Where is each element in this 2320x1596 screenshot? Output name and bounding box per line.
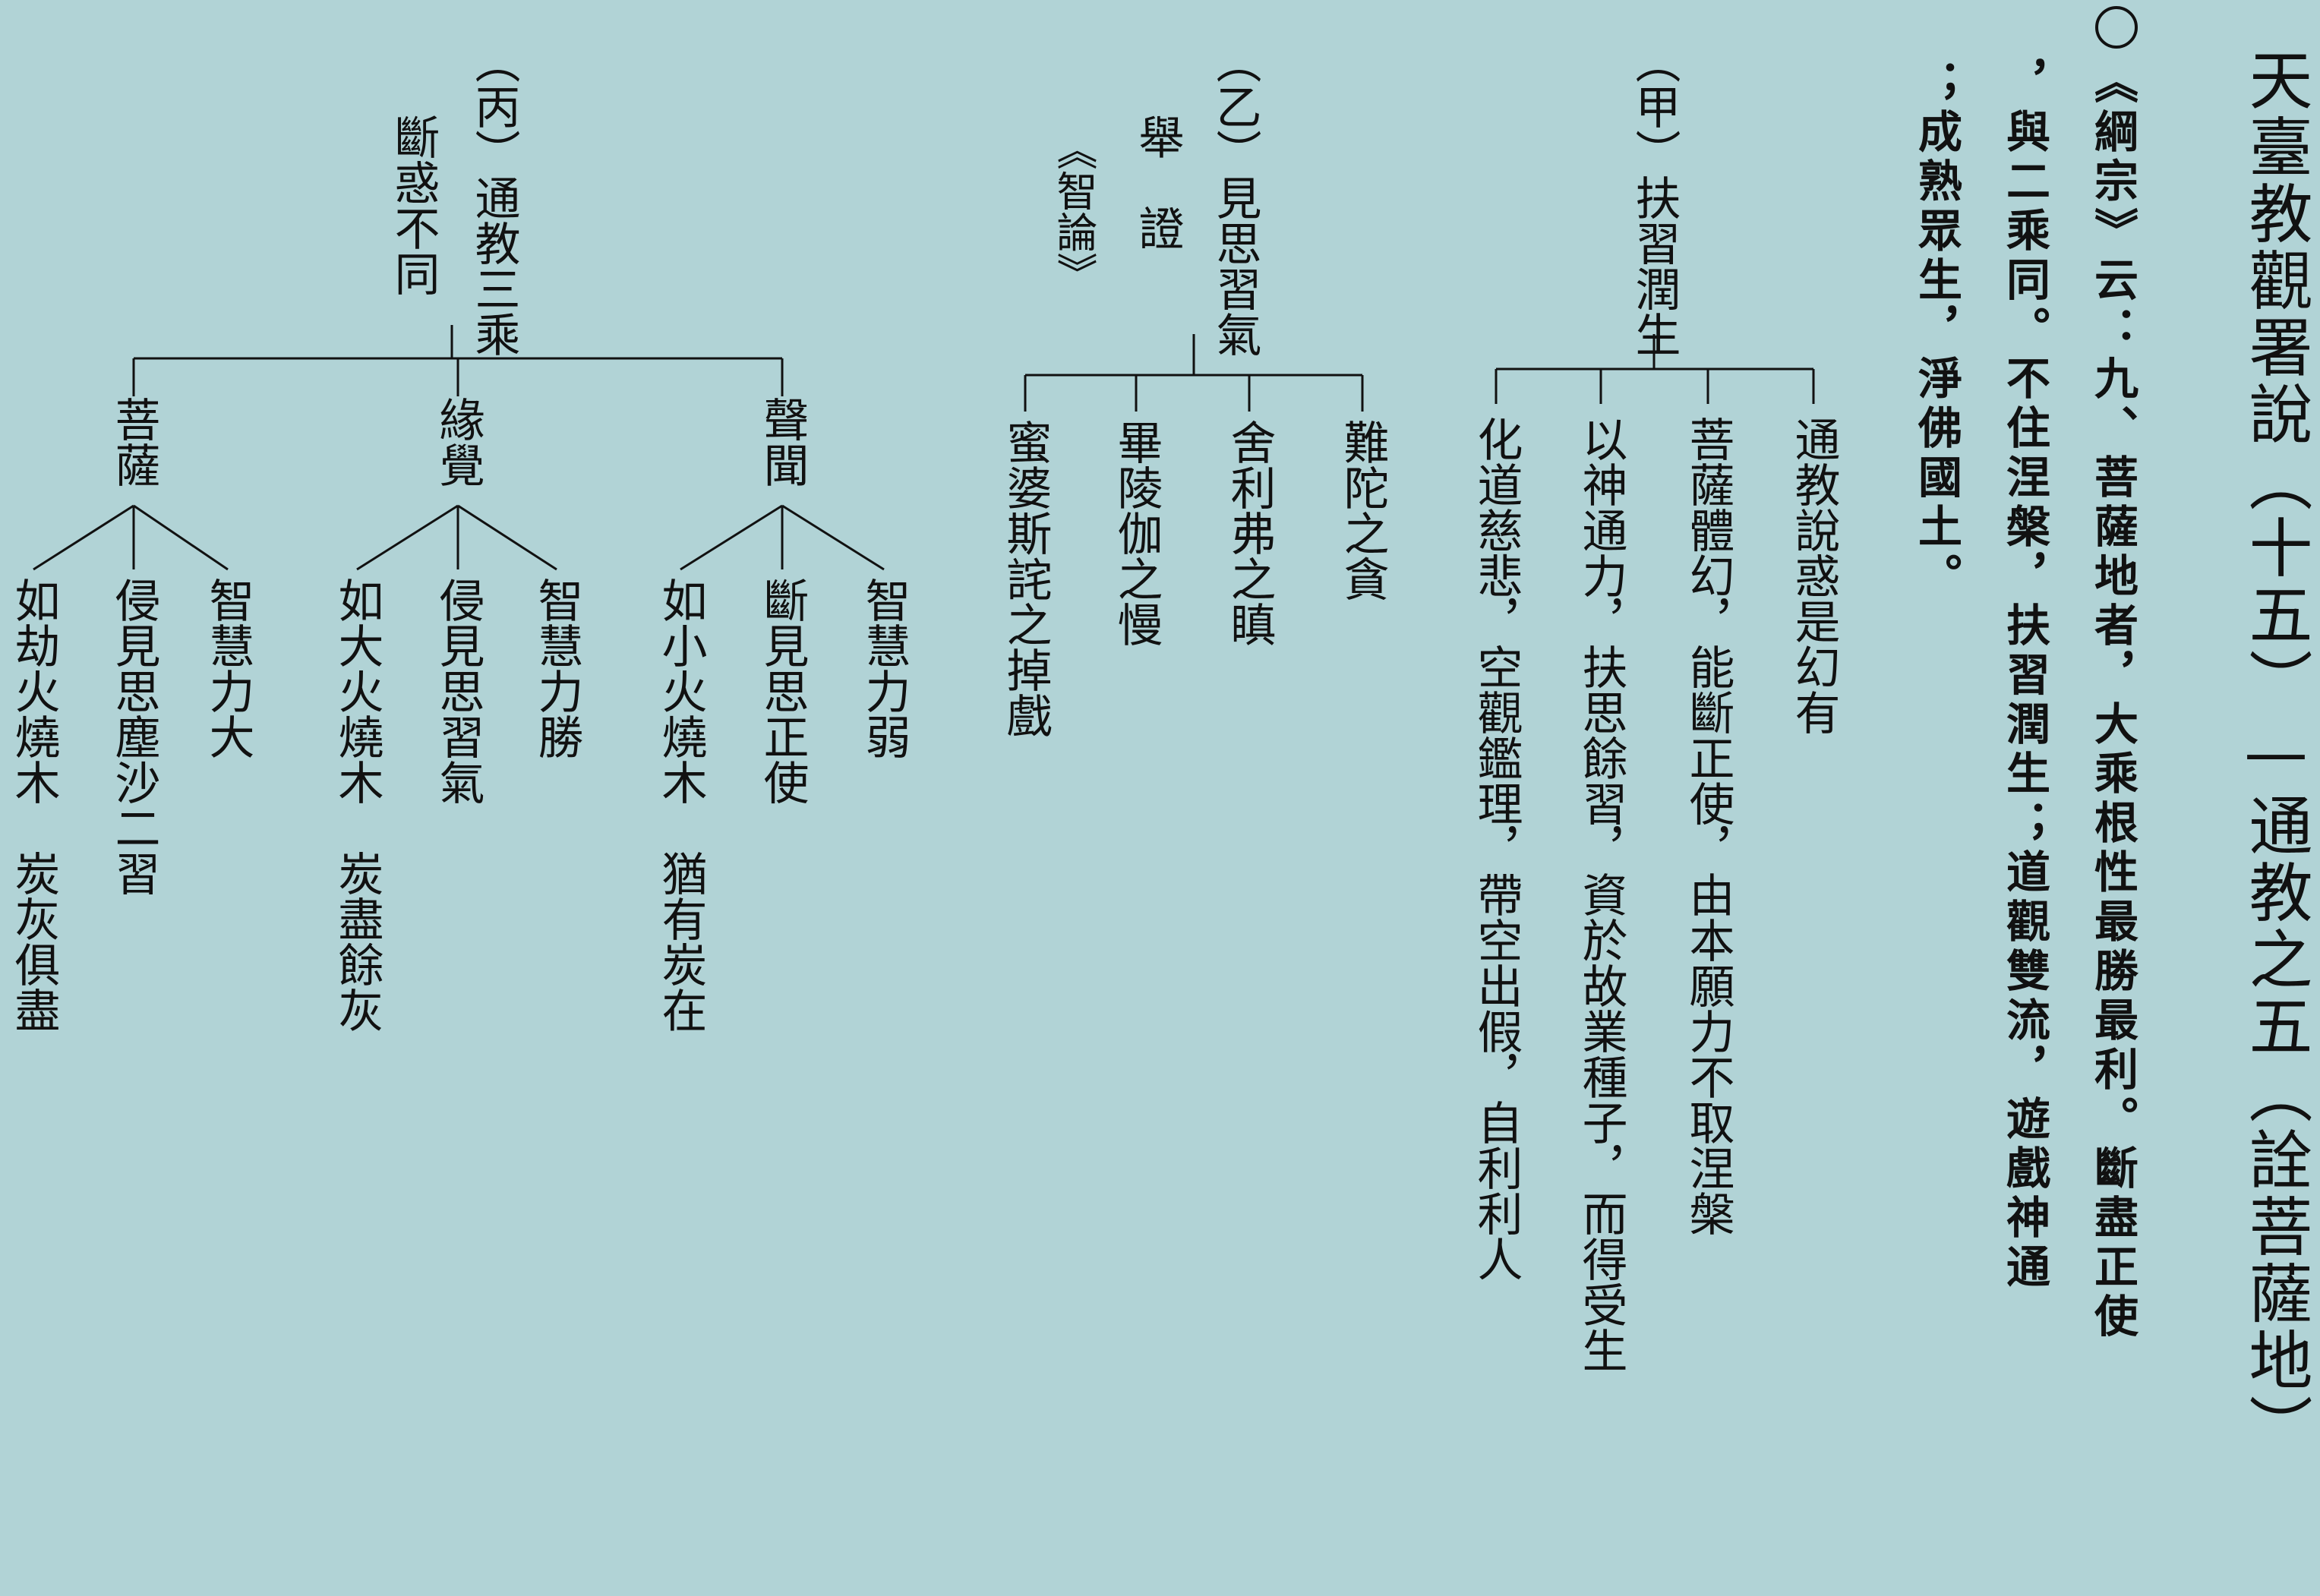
section-b-heading: （乙）見思習氣 [1208,38,1261,357]
group-2-item-1: 智慧力勝 [530,577,583,759]
section-a-item-4: 化道慈悲，空觀鑑理，帶空出假，自利利人 [1469,416,1523,1282]
section-a-heading: （甲）扶習潤生 [1627,38,1681,357]
group-3-name: 菩薩 [107,396,160,487]
group-3-item-2: 侵見思塵沙二習 [107,577,160,896]
fan-1-right [680,504,783,571]
fan-2-left [457,504,557,571]
section-c-heading: （丙）通教三乘 [467,38,520,357]
section-a-item-2: 菩薩體幻，能斷正使，由本願力不取涅槃 [1681,416,1734,1236]
section-b-item-2: 舍利弗之瞋 [1223,419,1276,647]
quote-line-1: 《綱宗》云：九、菩薩地者，大乘根性最勝最利。斷盡正使 [2087,59,2139,1342]
section-c-subheading: 斷惑不同 [387,114,440,296]
group-3-item-3: 如劫火燒木 炭灰俱盡 [7,577,60,1033]
group-1-item-3: 如小火燒木 猶有炭在 [654,577,707,1033]
fan-3-left [133,504,229,571]
group-2-item-2: 侵見思習氣 [431,577,485,805]
quote-line-2: ，與二乘同。不住涅槃，扶習潤生；道觀雙流，遊戲神通 [1999,59,2050,1293]
group-2-item-3: 如大火燒木 炭盡餘灰 [330,577,384,1033]
group-2-name: 緣覺 [431,396,485,487]
section-b-item-3: 畢陵伽之慢 [1109,419,1163,647]
group-1-item-1: 智慧力弱 [857,577,911,759]
quote-line-3: ；成熟眾生，淨佛國土。 [1911,59,1962,602]
page-title: 天臺教觀署說（十五）—通教之五（詮菩薩地） [2239,47,2313,1461]
fan-1-left [781,504,885,571]
fan-3-right [33,504,134,571]
circle-marker-icon [2095,6,2138,49]
section-b-item-1: 難陀之貪 [1336,419,1389,601]
group-1-item-2: 斷見思正使 [756,577,809,805]
group-1-name: 聲聞 [756,396,809,487]
section-b-item-4: 蜜婆斯詫之掉戲 [999,419,1052,738]
fan-2-right [356,504,459,571]
section-b-subheading: 舉 證 [1131,114,1184,251]
section-b-source: 《智論》 [1050,129,1097,293]
section-a-item-1: 通教說惑是幻有 [1787,416,1840,735]
group-3-item-1: 智慧力大 [201,577,254,759]
section-a-item-3: 以神通力，扶思餘習，資於故業種子，而得受生 [1574,416,1627,1373]
